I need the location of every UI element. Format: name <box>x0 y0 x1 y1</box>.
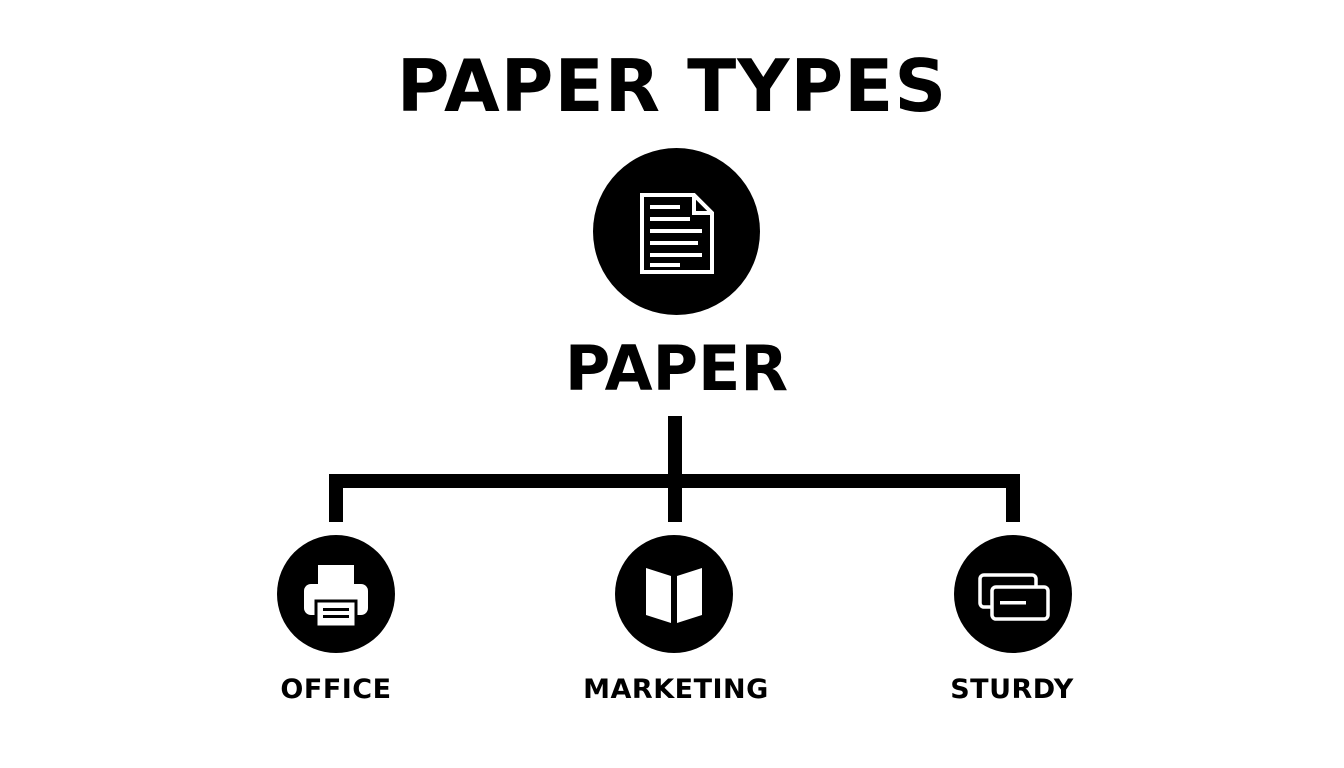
office-node-label: OFFICE <box>280 674 392 705</box>
root-node-circle <box>593 148 760 315</box>
stacked-cards-icon <box>978 573 1050 621</box>
open-book-icon <box>646 568 702 623</box>
office-node-circle <box>277 535 395 653</box>
root-node-label: PAPER <box>564 332 789 405</box>
trunk-line <box>668 416 682 522</box>
marketing-node-circle <box>615 535 733 653</box>
sturdy-node-circle <box>954 535 1072 653</box>
sturdy-node-label: STURDY <box>950 674 1074 705</box>
document-icon <box>640 193 714 274</box>
branch-left-drop <box>329 474 343 522</box>
marketing-node-label: MARKETING <box>583 674 769 705</box>
printer-icon <box>304 565 368 629</box>
branch-bar <box>329 474 1020 488</box>
diagram-title: PAPER TYPES <box>396 44 948 128</box>
branch-right-drop <box>1006 474 1020 522</box>
